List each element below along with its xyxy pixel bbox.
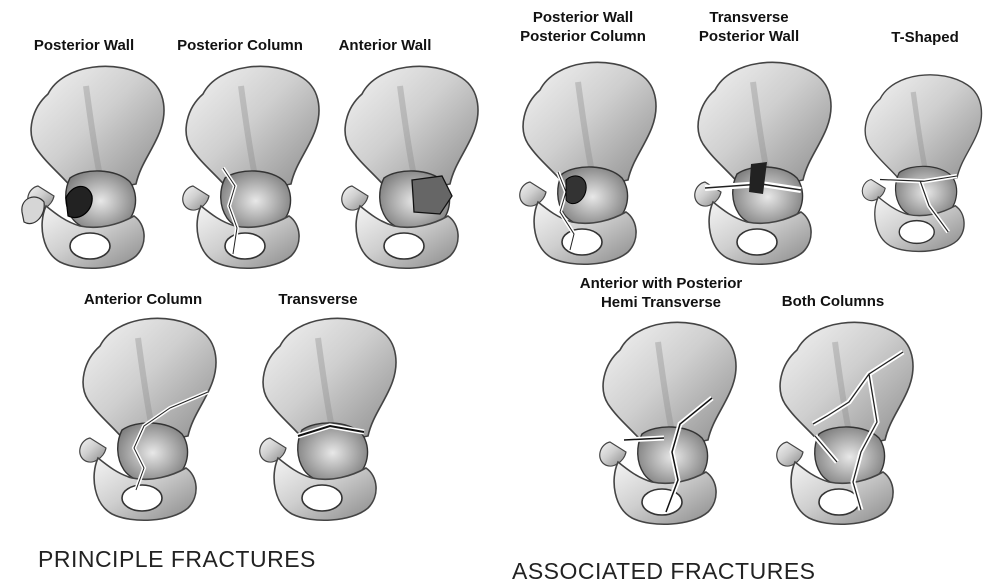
label-line: Anterior Column <box>84 290 202 309</box>
label-anterior-column: Anterior Column <box>84 290 202 309</box>
pelvis-posterior-wall <box>8 56 168 276</box>
pelvis-anterior-wall <box>322 56 482 276</box>
label-anterior-posterior-hemi-transverse: Anterior with Posterior Hemi Transverse <box>580 274 743 312</box>
label-line: Transverse <box>278 290 357 309</box>
pelvis-posterior-wall-posterior-column <box>500 52 660 272</box>
pelvis-anterior-column <box>60 308 220 528</box>
label-line: Hemi Transverse <box>580 293 743 312</box>
label-transverse-posterior-wall: Transverse Posterior Wall <box>699 8 799 46</box>
pelvis-t-shaped <box>845 52 985 272</box>
label-posterior-wall: Posterior Wall <box>34 36 134 55</box>
label-line: Posterior Wall <box>699 27 799 46</box>
pelvis-transverse-posterior-wall <box>675 52 835 272</box>
label-transverse: Transverse <box>278 290 357 309</box>
label-both-columns: Both Columns <box>782 292 885 311</box>
label-line: Transverse <box>699 8 799 27</box>
label-line: Both Columns <box>782 292 885 311</box>
label-line: Anterior Wall <box>339 36 432 55</box>
associated-fractures-title: ASSOCIATED FRACTURES <box>512 558 816 585</box>
label-line: Posterior Wall <box>520 8 646 27</box>
label-line: Posterior Column <box>177 36 303 55</box>
label-line: Posterior Column <box>520 27 646 46</box>
label-t-shaped: T-Shaped <box>891 28 959 47</box>
label-posterior-wall-posterior-column: Posterior Wall Posterior Column <box>520 8 646 46</box>
pelvis-both-columns <box>757 312 917 532</box>
pelvis-posterior-column <box>163 56 323 276</box>
label-line: Anterior with Posterior <box>580 274 743 293</box>
label-line: Posterior Wall <box>34 36 134 55</box>
pelvis-transverse <box>240 308 400 528</box>
label-posterior-column: Posterior Column <box>177 36 303 55</box>
label-anterior-wall: Anterior Wall <box>339 36 432 55</box>
principle-fractures-title: PRINCIPLE FRACTURES <box>38 546 316 573</box>
pelvis-anterior-posterior-hemi-transverse <box>580 312 740 532</box>
label-line: T-Shaped <box>891 28 959 47</box>
